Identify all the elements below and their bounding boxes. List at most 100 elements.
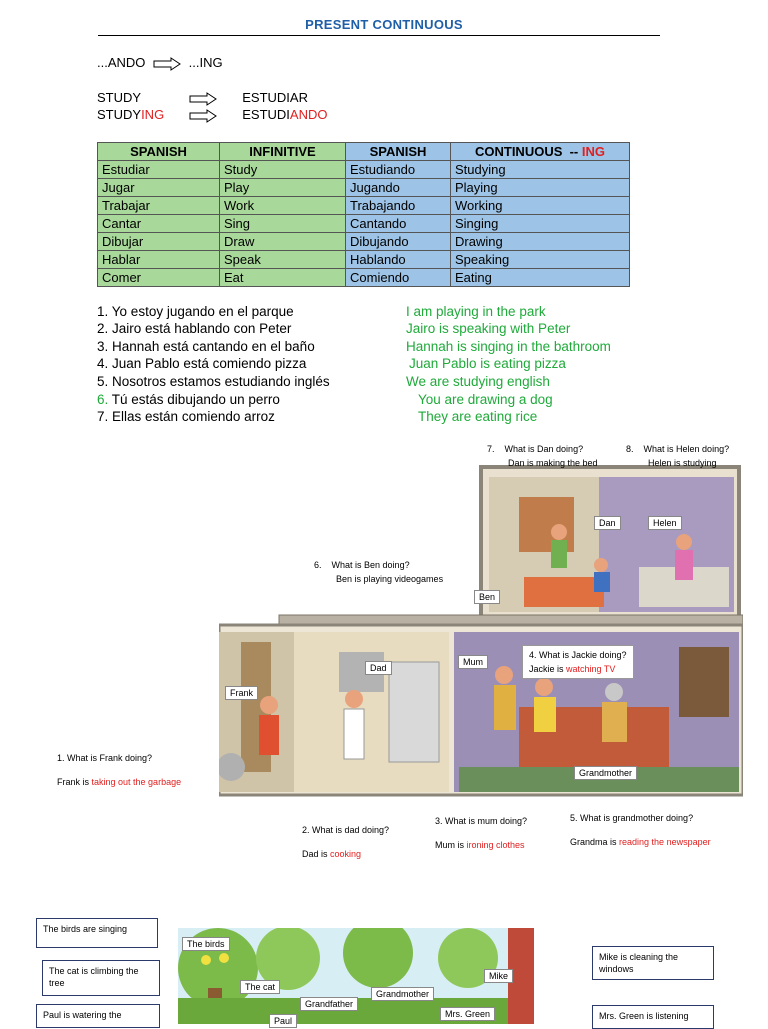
question-1: 1. What is Frank doing?Frank is taking o… [57,753,182,787]
garden-label-mrsgreen: Mrs. Green [440,1007,496,1021]
label-dad: Dad [365,661,392,675]
ing-label: ...ING [188,55,223,70]
table-cell: Estudiando [345,160,451,179]
table-cell: Draw [219,232,346,251]
ando-ing-rule: ...ANDO ...ING [97,55,223,71]
house-illustration [219,465,743,797]
sentence-en: I am playing in the park [406,304,546,319]
sentence-es: 3. Hannah está cantando en el baño [97,339,315,354]
label-dan: Dan [594,516,621,530]
study-es: ESTUDIAR [242,90,308,105]
estudiando-suffix: ANDO [289,107,328,122]
table-cell: Eating [450,268,630,287]
callout-mrsgreen: Mrs. Green is listening [592,1005,714,1029]
studying-base: STUDY [97,107,142,122]
table-cell: Trabajar [97,196,220,215]
estudiando-base: ESTUDI [242,107,290,122]
table-cell: Working [450,196,630,215]
question-3: 3. What is mum doing?Mum is ironing clot… [435,816,528,850]
sentence-en: They are eating rice [418,409,538,424]
table-cell: Cantando [345,214,451,233]
table-cell: Comer [97,268,220,287]
garden-label-mike: Mike [484,969,514,983]
question-5: 5. What is grandmother doing?Grandma is … [570,813,711,847]
table-cell: Eat [219,268,346,287]
verb-table: SPANISH INFINITIVE SPANISH CONTINUOUS --… [97,142,630,287]
table-cell: Jugar [97,178,220,197]
header-infinitive: INFINITIVE [219,142,346,161]
table-cell: Singing [450,214,630,233]
table-cell: Playing [450,178,630,197]
table-cell: Drawing [450,232,630,251]
header-spanish-continuous: SPANISH [345,142,451,161]
sentence-en: We are studying english [406,374,550,389]
arrow-right-outline-icon [153,56,181,71]
callout-birds: The birds are singing [36,918,158,948]
studying-suffix: ING [141,107,165,122]
table-cell: Jugando [345,178,451,197]
table-cell: Dibujar [97,232,220,251]
label-ben: Ben [474,590,501,604]
sentence-es: 2. Jairo está hablando con Peter [97,321,292,336]
label-grandmother: Grandmother [574,766,638,780]
study-row-1: STUDY ESTUDIAR [97,90,308,106]
question-8: 8. What is Helen doing?Helen is studying [626,444,730,468]
header-continuous-text: CONTINUOUS -- [474,144,582,159]
table-cell: Studying [450,160,630,179]
garden-label-cat: The cat [240,980,281,994]
arrow-right-outline-icon [189,108,217,123]
label-helen: Helen [648,516,682,530]
header-ing: ING [581,144,605,159]
table-cell: Cantar [97,214,220,233]
table-cell: Hablar [97,250,220,269]
study-en: STUDY [97,90,142,105]
table-cell: Speaking [450,250,630,269]
study-row-2: STUDYING ESTUDIANDO [97,107,327,123]
garden-label-paul: Paul [269,1014,298,1028]
table-cell: Comiendo [345,268,451,287]
table-cell: Play [219,178,346,197]
question-4: 4. What is Jackie doing?Jackie is watchi… [522,645,634,679]
garden-label-grandfather: Grandfather [300,997,359,1011]
callout-mike: Mike is cleaning the windows [592,946,714,980]
sentence-es: 6. Tú estás dibujando un perro [97,392,280,407]
label-mum: Mum [458,655,488,669]
label-frank: Frank [225,686,259,700]
sentence-es: 4. Juan Pablo está comiendo pizza [97,356,307,371]
table-cell: Hablando [345,250,451,269]
garden-label-grandmother: Grandmother [371,987,435,1001]
header-continuous: CONTINUOUS -- ING [450,142,630,161]
table-cell: Study [219,160,346,179]
sentence-en: Jairo is speaking with Peter [406,321,571,336]
table-cell: Work [219,196,346,215]
callout-paul: Paul is watering the [36,1004,160,1028]
question-7: 7. What is Dan doing?Dan is making the b… [487,444,598,468]
sentence-es: 1. Yo estoy jugando en el parque [97,304,294,319]
header-spanish: SPANISH [97,142,220,161]
table-cell: Estudiar [97,160,220,179]
question-6: 6. What is Ben doing?Ben is playing vide… [314,560,444,584]
title-divider [98,35,660,36]
sentence-es: 5. Nosotros estamos estudiando inglés [97,374,330,389]
garden-label-birds: The birds [182,937,230,951]
ando-label: ...ANDO [97,55,146,70]
question-2: 2. What is dad doing?Dad is cooking [302,825,390,859]
table-cell: Sing [219,214,346,233]
table-header-row: SPANISH INFINITIVE SPANISH CONTINUOUS --… [97,142,630,161]
arrow-right-outline-icon [189,91,217,106]
callout-cat: The cat is climbing the tree [42,960,160,996]
sentence-en: Juan Pablo is eating pizza [409,356,566,371]
table-cell: Speak [219,250,346,269]
page-title: PRESENT CONTINUOUS [305,17,463,32]
sentence-en: You are drawing a dog [418,392,553,407]
table-cell: Dibujando [345,232,451,251]
table-cell: Trabajando [345,196,451,215]
sentence-es: 7. Ellas están comiendo arroz [97,409,275,424]
